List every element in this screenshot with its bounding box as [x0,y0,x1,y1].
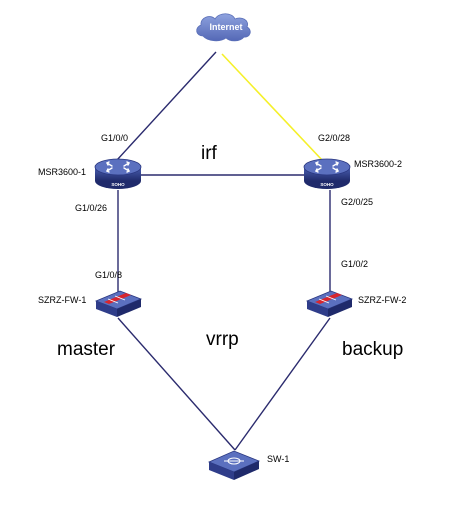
port-firewall1-uplink: G1/0/8 [95,270,123,280]
firewall-2-name: SZRZ-FW-2 [358,295,407,305]
router-1-icon: SOHO [94,158,142,189]
link-internet-router1 [116,51,217,161]
router-1-badge: SOHO [111,182,125,187]
router-2-name: MSR3600-2 [354,159,403,169]
link-fw1-switch [117,317,236,451]
link-internet-router2-standby [221,53,323,161]
router-2-icon: SOHO [303,158,351,189]
master-label: master [57,339,116,360]
port-router2-uplink: G2/0/28 [318,133,351,143]
port-firewall2-uplink: G1/0/2 [341,259,369,269]
router-1-name: MSR3600-1 [38,167,87,177]
backup-label: backup [342,339,404,360]
vrrp-label: vrrp [206,329,239,350]
firewall-1-icon [94,290,143,317]
internet-cloud-icon: Internet [196,13,251,42]
port-router1-downlink: G1/0/26 [75,203,108,213]
irf-label: irf [201,143,217,164]
port-router2-downlink: G2/0/25 [341,197,374,207]
link-fw2-switch [234,317,331,451]
firewall-2-icon [305,290,354,317]
router-2-badge: SOHO [320,182,334,187]
port-router1-uplink: G1/0/0 [101,133,129,143]
switch-icon [207,450,261,480]
switch-name: SW-1 [267,454,290,464]
internet-label: Internet [209,22,242,32]
firewall-1-name: SZRZ-FW-1 [38,295,87,305]
